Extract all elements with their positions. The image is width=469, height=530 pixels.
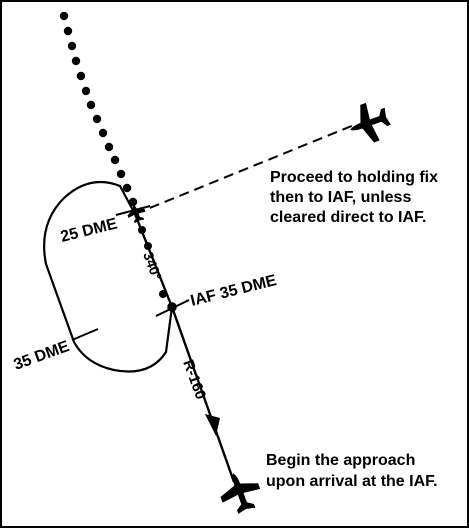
course-dots	[138, 226, 167, 298]
radial-line	[170, 306, 236, 483]
airplane-icon	[220, 473, 261, 514]
holding-note-line-1: Proceed to holding fix	[270, 169, 438, 186]
course-label: 340°	[140, 250, 165, 283]
approach-note: Begin the approach upon arrival at the I…	[266, 452, 438, 490]
approach-note-line-1: Begin the approach	[266, 452, 415, 469]
dme35-tick	[71, 328, 99, 341]
dotted-inbound-track	[59, 11, 138, 207]
holding-note-line-3: cleared direct to IAF.	[270, 209, 427, 226]
arrowhead-icon	[205, 414, 220, 436]
holding-note-line-2: then to IAF, unless	[270, 189, 411, 206]
airplane-icon	[350, 102, 391, 143]
airplane-icon	[127, 203, 146, 224]
dme35-label: 35 DME	[12, 338, 72, 374]
approach-note-line-2: upon arrival at the IAF.	[266, 473, 438, 490]
holding-note: Proceed to holding fix then to IAF, unle…	[270, 169, 442, 226]
iaf-label: IAF 35 DME	[189, 272, 279, 310]
dashed-route-line	[134, 124, 355, 215]
dme25-label: 25 DME	[59, 215, 120, 246]
holding-pattern	[43, 180, 174, 373]
radial-label: R-160	[179, 358, 209, 402]
